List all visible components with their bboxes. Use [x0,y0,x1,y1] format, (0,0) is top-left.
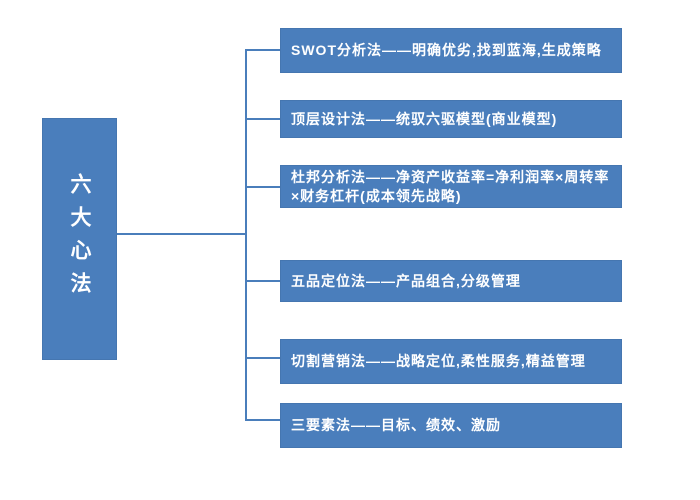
branch-node-label: 五品定位法——产品组合,分级管理 [291,272,521,289]
branch-node-dupont[interactable]: 杜邦分析法——净资产收益率=净利润率×周转率×财务杠杆(成本领先战略) [280,165,622,208]
branch-connector-line [245,186,281,188]
branch-node-label: 三要素法——目标、绩效、激励 [291,417,501,433]
root-connector-line [117,233,247,235]
branch-node-label: 顶层设计法——统驭六驱模型(商业模型) [291,110,558,127]
branch-node-three-elements[interactable]: 三要素法——目标、绩效、激励 [280,403,622,448]
branch-connector-line [245,118,281,120]
branch-node-label: 切割营销法——战略定位,柔性服务,精益管理 [291,353,586,369]
branch-node-cutting-marketing[interactable]: 切割营销法——战略定位,柔性服务,精益管理 [280,339,622,384]
root-node[interactable]: 六大心法 [42,118,117,360]
branch-node-label: 杜邦分析法——净资产收益率=净利润率×周转率×财务杠杆(成本领先战略) [291,168,610,204]
branch-connector-line [245,419,281,421]
branch-node-top-design[interactable]: 顶层设计法——统驭六驱模型(商业模型) [280,100,622,138]
trunk-connector-line [245,49,247,421]
branch-node-label: SWOT分析法——明确优劣,找到蓝海,生成策略 [291,42,602,58]
branch-connector-line [245,280,281,282]
branch-node-five-product[interactable]: 五品定位法——产品组合,分级管理 [280,260,622,302]
branch-connector-line [245,357,281,359]
branch-connector-line [245,49,281,51]
branch-node-swot[interactable]: SWOT分析法——明确优劣,找到蓝海,生成策略 [280,28,622,73]
root-node-label: 六大心法 [68,173,91,305]
